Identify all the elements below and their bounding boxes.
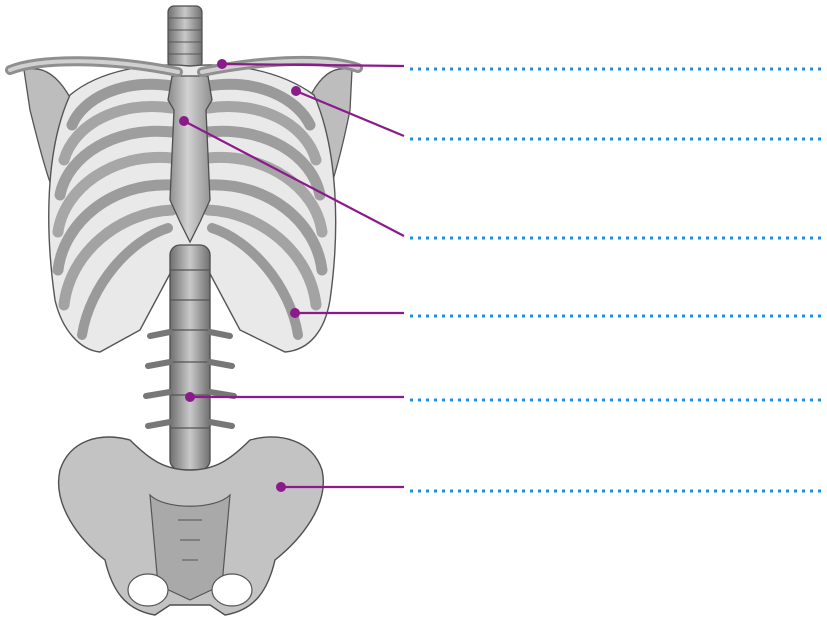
cervical-spine	[168, 6, 202, 68]
label-scapula	[291, 86, 825, 139]
label-pelvis	[276, 482, 825, 492]
label-vertebral-column	[185, 392, 825, 402]
label-ribs	[290, 308, 825, 318]
